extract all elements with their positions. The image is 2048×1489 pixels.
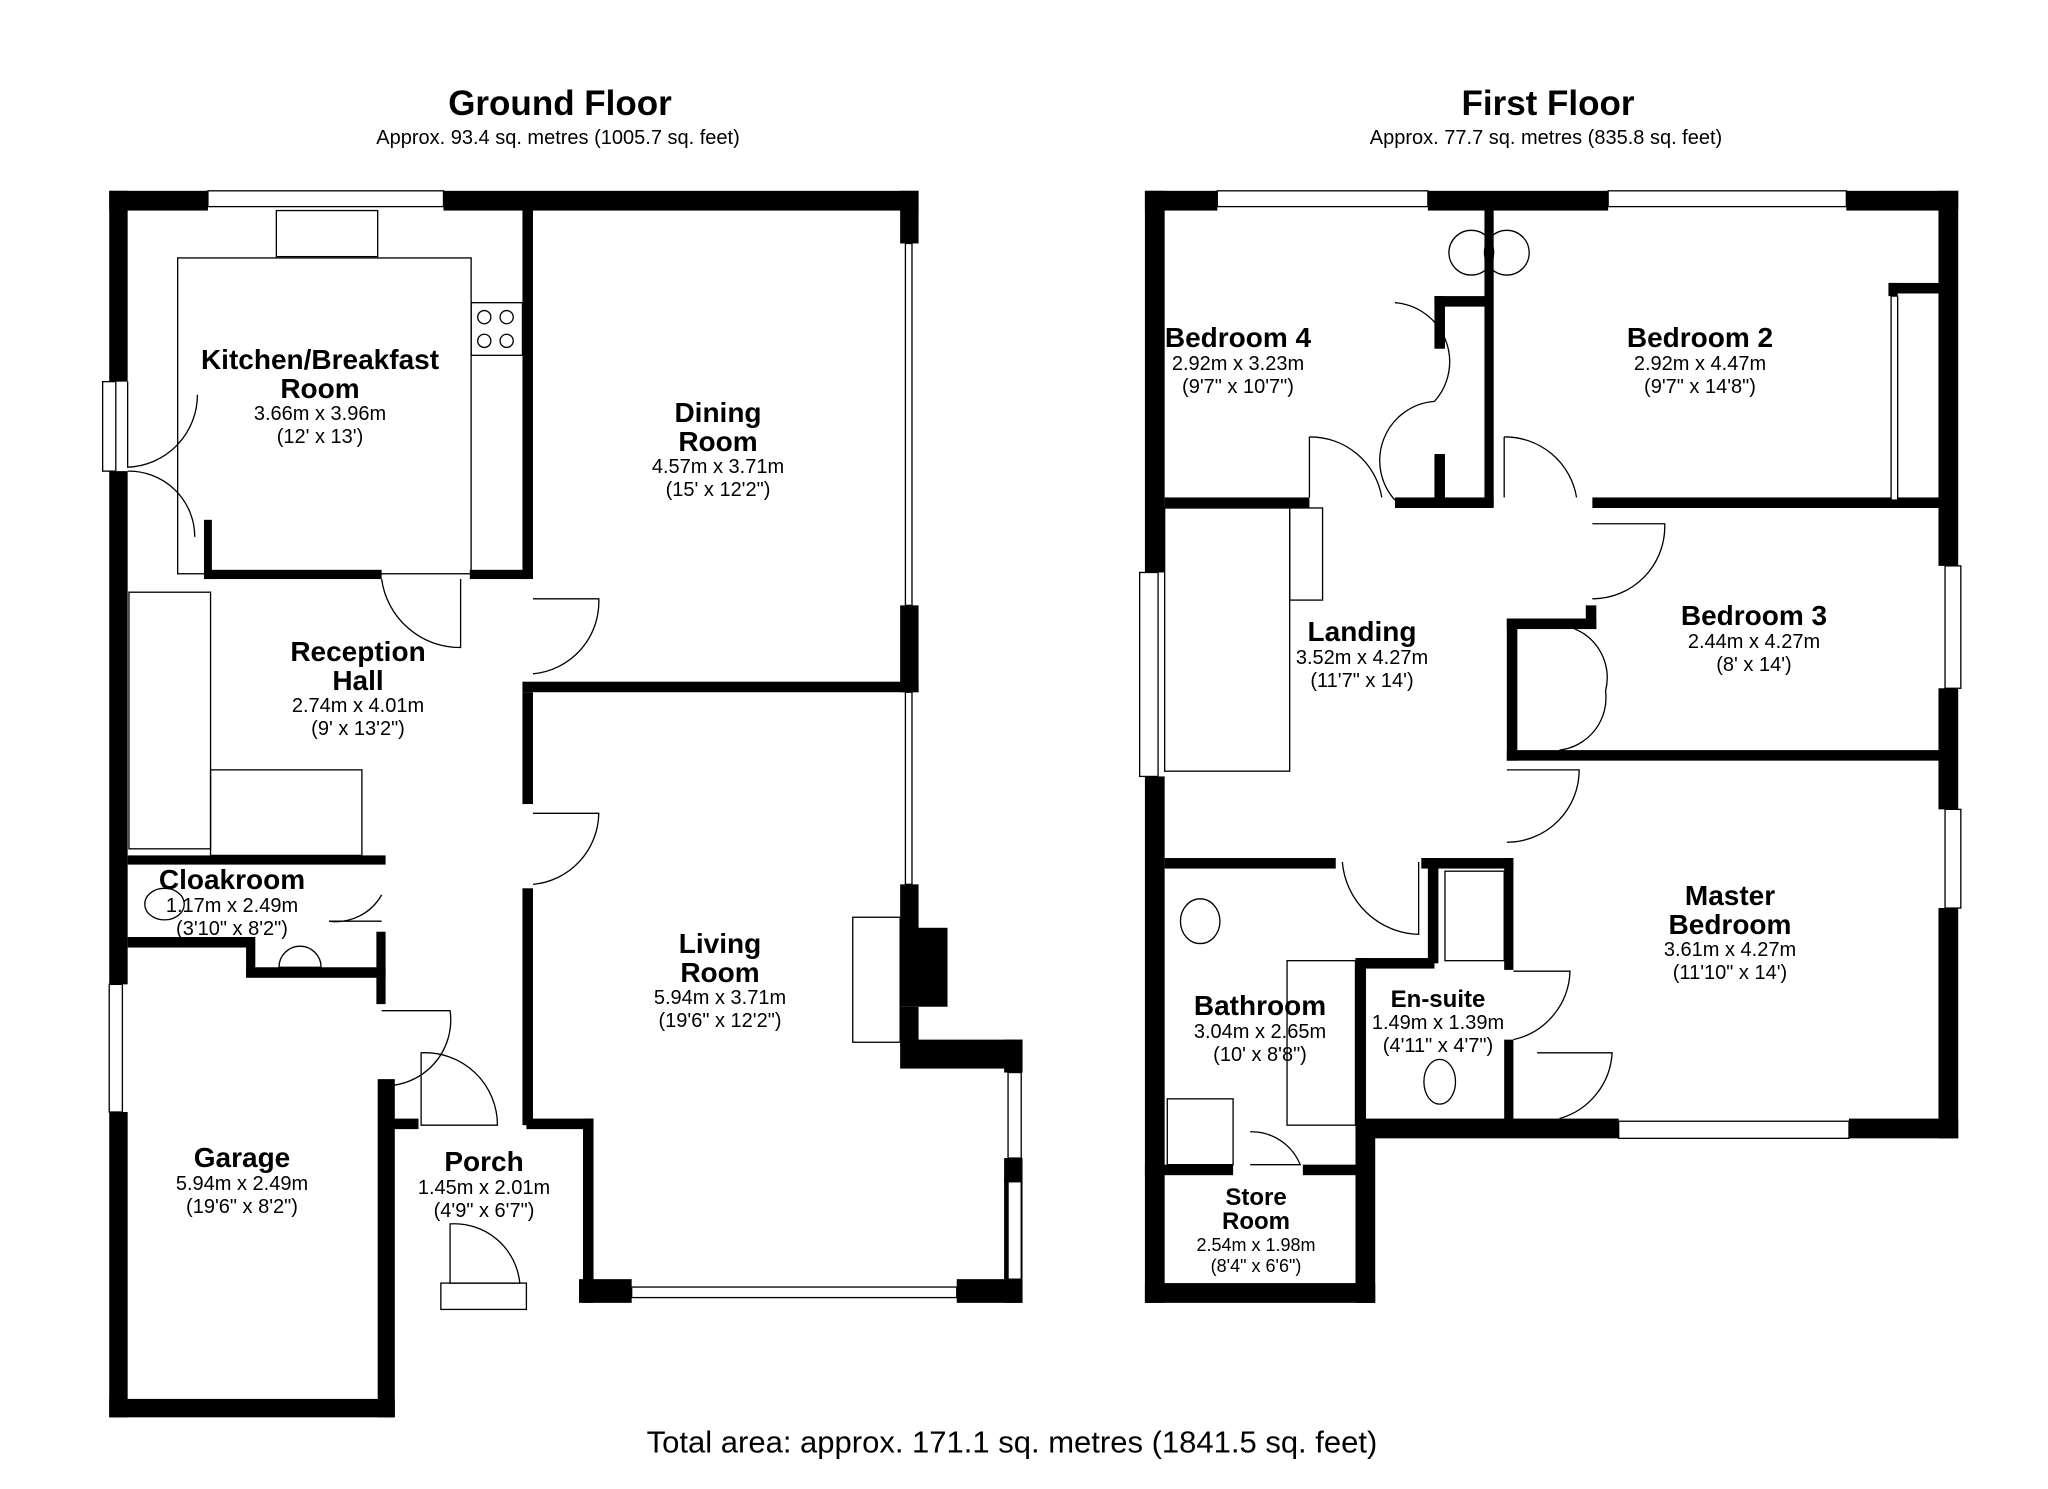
room-metric: 2.74m x 4.01m bbox=[291, 695, 425, 718]
ground-floor-area: Approx. 93.4 sq. metres (1005.7 sq. feet… bbox=[376, 127, 740, 149]
room-label-dining: Dining Room 4.57m x 3.71m (15' x 12'2") bbox=[651, 397, 785, 502]
room-imperial: (8' x 14') bbox=[1716, 653, 1792, 676]
room-metric: 2.92m x 4.47m bbox=[1633, 352, 1767, 375]
room-label-garage: Garage 5.94m x 2.49m (19'6" x 8'2") bbox=[175, 1142, 309, 1219]
room-metric: 1.49m x 1.39m bbox=[1371, 1012, 1505, 1035]
room-name: Garage bbox=[193, 1142, 291, 1173]
room-imperial: (19'6" x 8'2") bbox=[186, 1195, 298, 1218]
room-metric: 3.66m x 3.96m bbox=[253, 403, 387, 426]
ground-floor-walls bbox=[101, 190, 1023, 1418]
room-imperial: (4'9" x 6'7") bbox=[433, 1199, 535, 1222]
room-name: Bedroom 4 bbox=[1164, 322, 1312, 353]
room-metric: 1.17m x 2.49m bbox=[165, 894, 299, 917]
room-name: Store bbox=[1225, 1184, 1287, 1211]
room-name: Hall bbox=[332, 664, 384, 696]
room-name: Cloakroom bbox=[158, 864, 306, 895]
first-floor-walls bbox=[1138, 190, 1962, 1303]
room-imperial: (9' x 13'2") bbox=[311, 718, 405, 741]
room-label-bedroom-4: Bedroom 4 2.92m x 3.23m (9'7" x 10'7") bbox=[1164, 322, 1312, 399]
room-imperial: (8'4" x 6'6") bbox=[1210, 1255, 1302, 1276]
room-name: Bedroom bbox=[1668, 908, 1792, 940]
room-metric: 5.94m x 2.49m bbox=[175, 1172, 309, 1195]
room-imperial: (15' x 12'2") bbox=[665, 479, 771, 502]
room-name: Master bbox=[1684, 880, 1776, 911]
room-name: Bathroom bbox=[1193, 990, 1327, 1021]
room-label-bedroom-2: Bedroom 2 2.92m x 4.47m (9'7" x 14'8") bbox=[1626, 322, 1774, 399]
room-metric: 1.45m x 2.01m bbox=[417, 1176, 551, 1199]
room-name: Room bbox=[280, 372, 360, 404]
room-imperial: (19'6" x 12'2") bbox=[658, 1010, 782, 1033]
room-name: Room bbox=[1222, 1208, 1290, 1236]
room-name: Room bbox=[680, 956, 760, 988]
room-metric: 2.92m x 3.23m bbox=[1171, 352, 1305, 375]
ground-floor-title: Ground Floor bbox=[448, 84, 672, 123]
room-name: Bedroom 3 bbox=[1680, 600, 1828, 631]
room-metric: 4.57m x 3.71m bbox=[651, 456, 785, 479]
room-label-en-suite: En-suite 1.49m x 1.39m (4'11" x 4'7") bbox=[1371, 986, 1505, 1058]
room-metric: 3.04m x 2.65m bbox=[1193, 1020, 1327, 1043]
room-label-reception-hall: Reception Hall 2.74m x 4.01m (9' x 13'2"… bbox=[290, 636, 426, 741]
room-imperial: (12' x 13') bbox=[276, 426, 364, 449]
room-label-bedroom-3: Bedroom 3 2.44m x 4.27m (8' x 14') bbox=[1680, 600, 1828, 677]
room-label-master-bedroom: Master Bedroom 3.61m x 4.27m (11'10" x 1… bbox=[1663, 880, 1797, 985]
room-imperial: (11'10" x 14') bbox=[1672, 962, 1788, 985]
first-floor-title: First Floor bbox=[1461, 84, 1635, 123]
total-area: Total area: approx. 171.1 sq. metres (18… bbox=[646, 1424, 1378, 1460]
room-label-store-room: Store Room 2.54m x 1.98m (8'4" x 6'6") bbox=[1196, 1184, 1316, 1276]
room-label-kitchen: Kitchen/Breakfast Room 3.66m x 3.96m (12… bbox=[200, 344, 440, 449]
first-floor-area: Approx. 77.7 sq. metres (835.8 sq. feet) bbox=[1369, 127, 1723, 149]
room-label-porch: Porch 1.45m x 2.01m (4'9" x 6'7") bbox=[417, 1146, 551, 1223]
room-name: Kitchen/Breakfast bbox=[200, 344, 440, 375]
room-imperial: (11'7" x 14') bbox=[1310, 669, 1414, 692]
room-name: Living bbox=[678, 928, 762, 959]
room-label-cloakroom: Cloakroom 1.17m x 2.49m (3'10" x 8'2") bbox=[158, 864, 306, 941]
room-label-landing: Landing 3.52m x 4.27m (11'7" x 14') bbox=[1295, 616, 1429, 693]
room-imperial: (9'7" x 10'7") bbox=[1182, 375, 1294, 398]
room-name: Bedroom 2 bbox=[1626, 322, 1774, 353]
room-name: Room bbox=[678, 425, 758, 457]
room-metric: 3.52m x 4.27m bbox=[1295, 646, 1429, 669]
room-metric: 2.54m x 1.98m bbox=[1196, 1234, 1316, 1255]
room-metric: 5.94m x 3.71m bbox=[653, 987, 787, 1010]
room-imperial: (9'7" x 14'8") bbox=[1644, 375, 1756, 398]
room-metric: 3.61m x 4.27m bbox=[1663, 939, 1797, 962]
room-name: Porch bbox=[444, 1146, 524, 1177]
room-name: Dining bbox=[674, 397, 762, 428]
room-name: Reception bbox=[290, 636, 426, 667]
room-label-living: Living Room 5.94m x 3.71m (19'6" x 12'2"… bbox=[653, 928, 787, 1033]
room-imperial: (3'10" x 8'2") bbox=[176, 917, 288, 940]
room-metric: 2.44m x 4.27m bbox=[1687, 630, 1821, 653]
room-label-bathroom: Bathroom 3.04m x 2.65m (10' x 8'8") bbox=[1193, 990, 1327, 1067]
room-name: En-suite bbox=[1390, 986, 1486, 1013]
room-name: Landing bbox=[1307, 616, 1417, 647]
room-imperial: (10' x 8'8") bbox=[1213, 1043, 1307, 1066]
room-imperial: (4'11" x 4'7") bbox=[1382, 1035, 1494, 1058]
